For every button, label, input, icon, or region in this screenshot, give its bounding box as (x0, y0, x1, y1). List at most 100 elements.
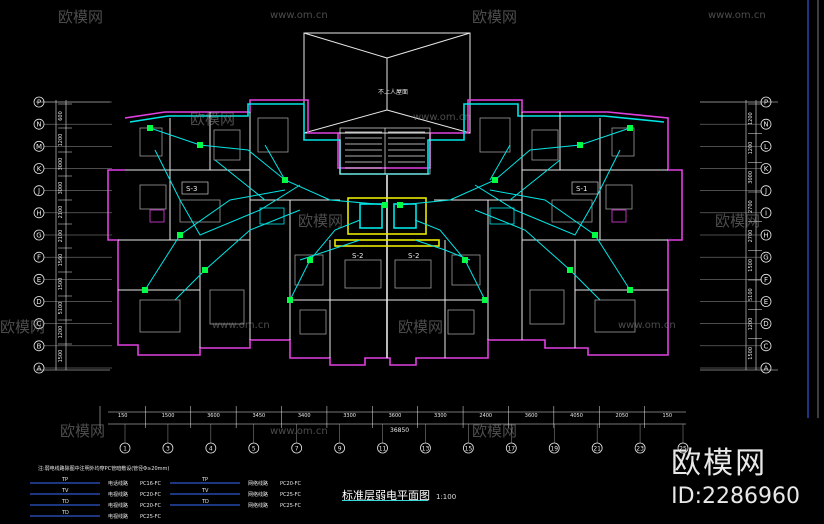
legend-spec: PC25-FC (280, 492, 302, 498)
legend-spec: PC25-FC (280, 503, 302, 509)
watermark: 欧模网 (58, 8, 104, 26)
title-underline (342, 500, 428, 501)
grid-bubble (291, 442, 303, 454)
watermark: 欧模网 (472, 422, 518, 440)
legend-desc: 电话线路 (108, 480, 128, 487)
dimension-value: 3300 (434, 413, 447, 419)
grid-bubble (33, 318, 45, 330)
grid-bubble (33, 340, 45, 352)
grid-bubble (760, 229, 772, 241)
grid-label: 19 (550, 446, 558, 453)
grid-bubble (33, 296, 45, 307)
legend-spec: PC16-FC (140, 481, 162, 487)
dimension-value: 2100 (58, 206, 64, 219)
interior-walls (118, 112, 668, 358)
grid-bubble (760, 340, 772, 352)
dimension-value: 150 (663, 413, 673, 419)
grid-bubble (33, 229, 45, 241)
dimension-value: 3000 (58, 182, 64, 195)
dimension-value: 2050 (616, 413, 629, 419)
dimension-value: 2100 (58, 230, 64, 243)
stair-core (339, 127, 431, 175)
grid-label: N (36, 121, 41, 129)
watermark: 欧模网 (715, 212, 761, 230)
grid-bubble (760, 273, 772, 285)
dimension-value: 1500 (748, 259, 754, 272)
dimension-value: 150 (118, 413, 128, 419)
grid-label: H (36, 209, 41, 217)
dimension-value: 5100 (58, 302, 64, 315)
legend-tag: TD (201, 499, 209, 505)
dimension-value: 3450 (252, 413, 265, 419)
dimension-value: 1200 (58, 326, 64, 339)
grid-label: C (37, 320, 42, 328)
dimension-value: 1500 (58, 278, 64, 291)
brand-name: 欧模网 (671, 446, 768, 481)
grid-label: P (37, 99, 41, 107)
grid-label: 21 (593, 446, 601, 453)
watermark-url: www.om.cn (618, 320, 676, 331)
legend-desc: 电视线路 (108, 513, 128, 520)
grid-label: A (764, 365, 769, 373)
brand-block: 欧模网 ID:2286960 (671, 438, 800, 509)
grid-label: K (37, 165, 42, 173)
room-tag: S-3 (186, 185, 197, 193)
grid-bubble (33, 207, 45, 219)
grid-bubble (591, 442, 603, 454)
grid-label: 17 (507, 446, 515, 453)
dimension-value: 2700 (748, 200, 754, 213)
wiring-lines (144, 127, 631, 301)
grid-bubble (760, 185, 772, 197)
legend-spec: PC20-FC (280, 481, 302, 487)
dimension-value: 2700 (748, 230, 754, 243)
watermark-url: www.om.cn (270, 426, 328, 437)
grid-bubble (760, 296, 772, 307)
grid-bubble (677, 442, 689, 454)
dimension-value: 3600 (525, 413, 538, 419)
dimension-value: 3000 (748, 171, 754, 184)
grid-label: J (37, 187, 40, 195)
grid-bubble (33, 140, 45, 152)
grid-bubble (760, 140, 772, 152)
grid-label: N (763, 121, 768, 129)
roof-label: 不上人屋面 (378, 88, 408, 96)
roof-area (303, 32, 471, 134)
grid-label: 25 (679, 446, 687, 453)
grid-bubble (33, 362, 45, 374)
grid-bubble (33, 163, 45, 174)
grid-label: 11 (379, 446, 387, 453)
grid-bubble (162, 442, 174, 454)
room-tag: S-2 (352, 252, 363, 260)
legend-spec: PC25-FC (140, 514, 162, 520)
watermark: 欧模网 (60, 422, 106, 440)
grid-label: F (764, 276, 768, 284)
grid-bubble (205, 442, 217, 454)
legend-tag: TP (61, 477, 68, 483)
grid-bubble (33, 118, 45, 130)
legend-tag: TV (61, 488, 69, 494)
legend-desc: 网络线路 (248, 491, 268, 498)
watermark: 欧模网 (190, 110, 236, 128)
watermark-url: www.om.cn (270, 10, 328, 21)
dimension-value: 2400 (479, 413, 492, 419)
dimension-value: 1200 (58, 134, 64, 147)
grid-label: F (37, 254, 41, 262)
grid-label: H (763, 232, 768, 240)
grid-bubble (760, 96, 772, 108)
dimension-value: 1560 (58, 254, 64, 267)
legend-tag: TD (61, 499, 69, 505)
grid-bubble (462, 442, 474, 454)
grid-label: E (37, 276, 41, 284)
grid-label: J (764, 187, 767, 195)
room-tag: S-1 (576, 185, 587, 193)
grid-bubble (377, 442, 388, 454)
grid-bubble (33, 273, 45, 285)
drawing-scale: 1:100 (436, 493, 457, 501)
grid-bubble (505, 442, 517, 454)
grid-label: 15 (465, 446, 473, 453)
